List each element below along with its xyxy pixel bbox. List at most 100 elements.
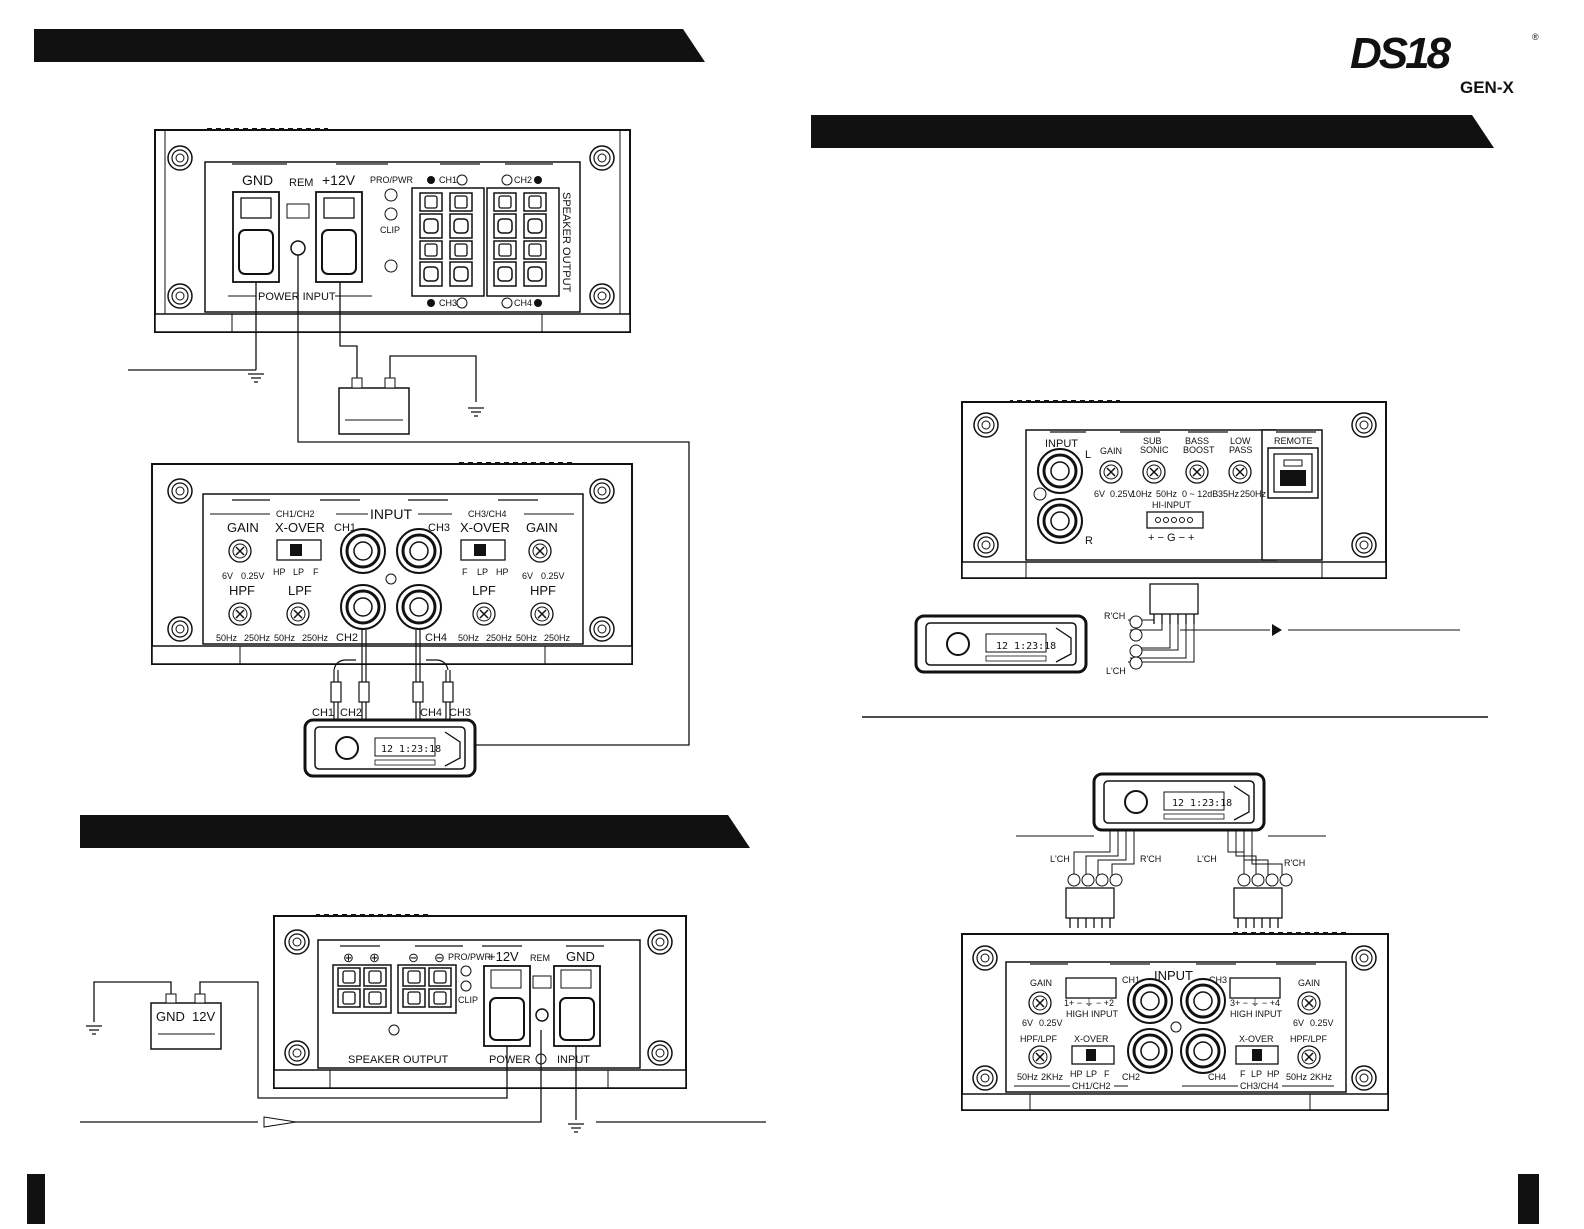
svg-text:CLIP: CLIP	[380, 225, 400, 235]
svg-text:X-OVER: X-OVER	[275, 520, 325, 535]
svg-text:2KHz: 2KHz	[1041, 1072, 1064, 1082]
ds18-logo: DS18 ® GEN-X	[1350, 29, 1539, 97]
svg-text:L'CH: L'CH	[1106, 666, 1126, 676]
svg-text:CH4: CH4	[514, 298, 532, 308]
svg-text:®: ®	[1532, 32, 1539, 42]
svg-text:0.25V: 0.25V	[1310, 1018, 1334, 1028]
svg-text:6V: 6V	[1022, 1018, 1033, 1028]
svg-text:+ − G − +: + − G − +	[1148, 532, 1194, 544]
svg-text:HPF/LPF: HPF/LPF	[1290, 1034, 1328, 1044]
svg-text:GAIN: GAIN	[1030, 978, 1052, 988]
svg-text:F: F	[1240, 1069, 1246, 1079]
svg-text:LP: LP	[1251, 1069, 1262, 1079]
svg-text:REMOTE: REMOTE	[1274, 436, 1313, 446]
power-wiring	[128, 255, 690, 746]
signal-arrow	[263, 1116, 297, 1128]
svg-text:12 1:23:18: 12 1:23:18	[996, 641, 1056, 652]
svg-text:CH4: CH4	[425, 632, 447, 644]
svg-text:50Hz: 50Hz	[216, 633, 238, 643]
rca-label-ch4: CH4	[420, 707, 442, 719]
svg-text:50Hz: 50Hz	[274, 633, 296, 643]
svg-text:3+ − ⏚ − +4: 3+ − ⏚ − +4	[1230, 998, 1280, 1008]
svg-text:CH2: CH2	[336, 632, 358, 644]
svg-text:BASS: BASS	[1185, 436, 1209, 446]
svg-text:⊖: ⊖	[408, 950, 419, 965]
svg-text:SPEAKER OUTPUT: SPEAKER OUTPUT	[560, 192, 572, 293]
head-unit-2: 12 1:23:18	[914, 614, 1088, 674]
svg-text:CH1: CH1	[439, 175, 457, 185]
svg-text:L: L	[1085, 449, 1091, 461]
svg-text:HIGH INPUT: HIGH INPUT	[1230, 1009, 1283, 1019]
svg-text:HPF: HPF	[229, 583, 255, 598]
svg-text:CH4: CH4	[1208, 1072, 1226, 1082]
svg-text:F: F	[462, 567, 468, 577]
svg-text:SONIC: SONIC	[1140, 445, 1169, 455]
head-unit-1: 12 1:23:18	[303, 718, 477, 778]
svg-text:CH3: CH3	[1209, 975, 1227, 985]
svg-text:HP: HP	[1267, 1069, 1280, 1079]
svg-text:CH3: CH3	[428, 522, 450, 534]
svg-text:PASS: PASS	[1229, 445, 1252, 455]
svg-text:GAIN: GAIN	[1100, 446, 1122, 456]
svg-text:LPF: LPF	[472, 583, 496, 598]
svg-text:GND: GND	[566, 949, 595, 964]
svg-text:L'CH: L'CH	[1197, 854, 1217, 864]
svg-text:POWER: POWER	[489, 1054, 531, 1066]
svg-text:LPF: LPF	[288, 583, 312, 598]
svg-text:REM: REM	[289, 177, 313, 189]
svg-text:⊕: ⊕	[369, 950, 380, 965]
svg-text:⊖: ⊖	[434, 950, 445, 965]
svg-text:CH1/CH2: CH1/CH2	[1072, 1081, 1111, 1091]
svg-text:CH1: CH1	[334, 522, 356, 534]
svg-text:LOW: LOW	[1230, 436, 1251, 446]
svg-text:R'CH: R'CH	[1284, 858, 1305, 868]
svg-text:2KHz: 2KHz	[1310, 1072, 1333, 1082]
svg-text:CH1/CH2: CH1/CH2	[276, 509, 315, 519]
svg-text:GAIN: GAIN	[1298, 978, 1320, 988]
svg-text:HP: HP	[496, 567, 509, 577]
amp-bottom-power-panel: ⊕⊕ ⊖⊖ PRO/PWR CLIP +12V REM GND SPEAKER …	[273, 914, 687, 1089]
svg-text:R'CH: R'CH	[1140, 854, 1161, 864]
svg-text:50Hz: 50Hz	[1017, 1072, 1039, 1082]
section-header-bar-1	[34, 29, 705, 62]
svg-text:HPF: HPF	[530, 583, 556, 598]
svg-text:50Hz: 50Hz	[1156, 489, 1178, 499]
svg-text:X-OVER: X-OVER	[1074, 1034, 1109, 1044]
svg-text:CH2: CH2	[514, 175, 532, 185]
svg-text:GND: GND	[242, 172, 273, 188]
svg-text:INPUT: INPUT	[370, 506, 412, 522]
svg-text:X-OVER: X-OVER	[1239, 1034, 1274, 1044]
svg-text:CLIP: CLIP	[458, 995, 478, 1005]
rca-label-ch1: CH1	[312, 707, 334, 719]
svg-text:PRO/PWR: PRO/PWR	[370, 175, 414, 185]
svg-text:HI-INPUT: HI-INPUT	[1152, 500, 1191, 510]
svg-text:POWER INPUT: POWER INPUT	[258, 291, 336, 303]
svg-text:+12V: +12V	[322, 172, 356, 188]
svg-text:12 1:23:18: 12 1:23:18	[381, 744, 441, 755]
mono-hi-input-wiring: R'CH L'CH	[1104, 583, 1460, 676]
svg-text:6V: 6V	[1293, 1018, 1304, 1028]
svg-text:0.25V: 0.25V	[241, 571, 265, 581]
svg-text:INPUT: INPUT	[557, 1054, 590, 1066]
battery-1	[338, 377, 410, 435]
svg-text:HP: HP	[1070, 1069, 1083, 1079]
svg-text:50Hz: 50Hz	[1286, 1072, 1308, 1082]
svg-text:LP: LP	[1086, 1069, 1097, 1079]
svg-text:6V: 6V	[522, 571, 533, 581]
svg-text:50Hz: 50Hz	[516, 633, 538, 643]
svg-text:250Hz: 250Hz	[1240, 489, 1267, 499]
svg-text:HIGH INPUT: HIGH INPUT	[1066, 1009, 1119, 1019]
svg-text:0.25V: 0.25V	[1110, 489, 1134, 499]
svg-text:0.25V: 0.25V	[541, 571, 565, 581]
svg-text:SUB: SUB	[1143, 436, 1162, 446]
svg-text:12V: 12V	[192, 1009, 215, 1024]
section-header-bar-3	[80, 815, 750, 848]
svg-text:INPUT: INPUT	[1154, 968, 1193, 983]
svg-text:CH3/CH4: CH3/CH4	[468, 509, 507, 519]
svg-text:DS18: DS18	[1350, 29, 1452, 78]
high-input-terminals: L'CH R'CH L'CH R'CH	[1050, 854, 1305, 929]
svg-text:PRO/PWR: PRO/PWR	[448, 952, 492, 962]
rca-label-ch3: CH3	[449, 707, 471, 719]
